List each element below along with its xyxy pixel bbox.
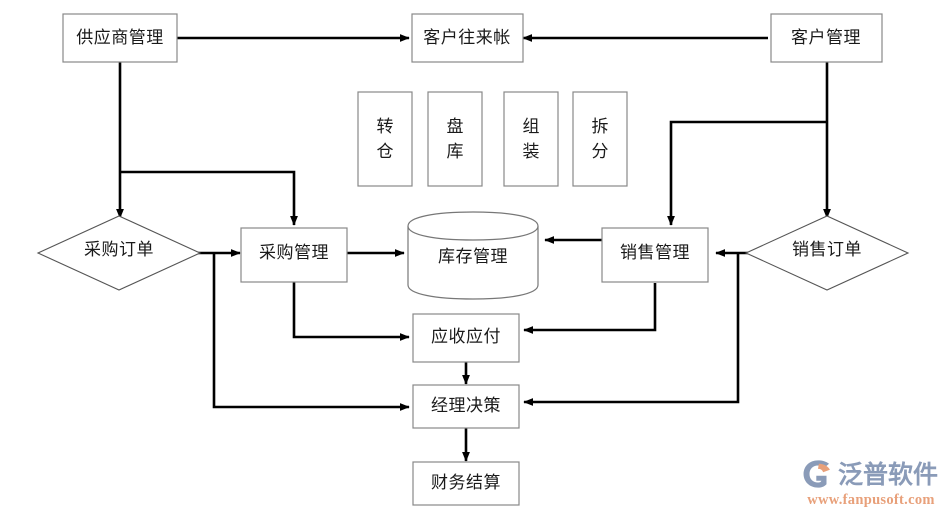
node-assembly-label-char-0: 组 <box>523 117 540 136</box>
node-assembly[interactable]: 组 装 <box>503 91 559 187</box>
node-purchase-mgmt-label: 采购管理 <box>259 243 329 262</box>
node-sales-order-label: 销售订单 <box>792 240 862 259</box>
node-stocktake[interactable]: 盘 库 <box>427 91 483 187</box>
fanpu-logo-icon <box>803 460 830 488</box>
node-disassembly[interactable]: 拆 分 <box>572 91 628 187</box>
edge-purchase-order-to-manager <box>212 253 410 411</box>
node-sales-mgmt[interactable]: 销售管理 <box>601 227 709 283</box>
node-stocktake-label-char-0: 盘 <box>447 117 464 136</box>
node-customer-ledger-label: 客户往来帐 <box>423 28 511 47</box>
node-sales-mgmt-label: 销售管理 <box>620 243 690 262</box>
edge-sales-mgmt-to-receivable <box>523 283 657 334</box>
edge-customer-to-sales-mgmt <box>667 120 827 226</box>
watermark: 泛普软件 www.fanpusoft.com <box>801 457 941 519</box>
node-customer-mgmt-label: 客户管理 <box>791 28 861 47</box>
node-purchase-order-label: 采购订单 <box>84 240 154 259</box>
node-manager-decision[interactable]: 经理决策 <box>412 384 520 429</box>
node-transfer-label-char-1: 仓 <box>377 142 394 161</box>
node-inventory-mgmt[interactable]: 库存管理 <box>407 211 539 300</box>
node-purchase-order[interactable]: 采购订单 <box>36 215 202 291</box>
node-customer-ledger[interactable]: 客户往来帐 <box>411 13 524 63</box>
node-assembly-label-char-1: 装 <box>523 142 540 161</box>
edge-purchase-mgmt-to-receivable <box>292 282 410 341</box>
node-disassembly-label-char-0: 拆 <box>592 117 609 136</box>
node-supplier-mgmt-label: 供应商管理 <box>76 28 164 47</box>
edge-sales-order-to-manager <box>523 253 740 406</box>
edge-supplier-to-purchase-mgmt <box>120 170 298 226</box>
node-stocktake-label-char-1: 库 <box>447 142 464 161</box>
node-purchase-mgmt[interactable]: 采购管理 <box>240 227 348 283</box>
node-inventory-mgmt-label: 库存管理 <box>438 247 508 266</box>
connectors <box>116 34 831 462</box>
watermark-url-text: www.fanpusoft.com <box>807 492 935 508</box>
node-transfer[interactable]: 转 仓 <box>357 91 413 187</box>
watermark-brand-text: 泛普软件 <box>838 459 939 489</box>
node-receivable-payable-label: 应收应付 <box>431 327 501 346</box>
node-financial-settlement-label: 财务结算 <box>431 473 501 492</box>
node-transfer-label-char-0: 转 <box>377 117 394 136</box>
node-supplier-mgmt[interactable]: 供应商管理 <box>62 13 178 63</box>
node-disassembly-label-char-1: 分 <box>592 142 609 161</box>
node-sales-order[interactable]: 销售订单 <box>744 215 910 291</box>
node-financial-settlement[interactable]: 财务结算 <box>412 461 520 506</box>
watermark-brand-row: 泛普软件 <box>801 457 941 491</box>
node-customer-mgmt[interactable]: 客户管理 <box>770 13 883 63</box>
node-receivable-payable[interactable]: 应收应付 <box>412 313 520 363</box>
node-manager-decision-label: 经理决策 <box>431 396 501 415</box>
